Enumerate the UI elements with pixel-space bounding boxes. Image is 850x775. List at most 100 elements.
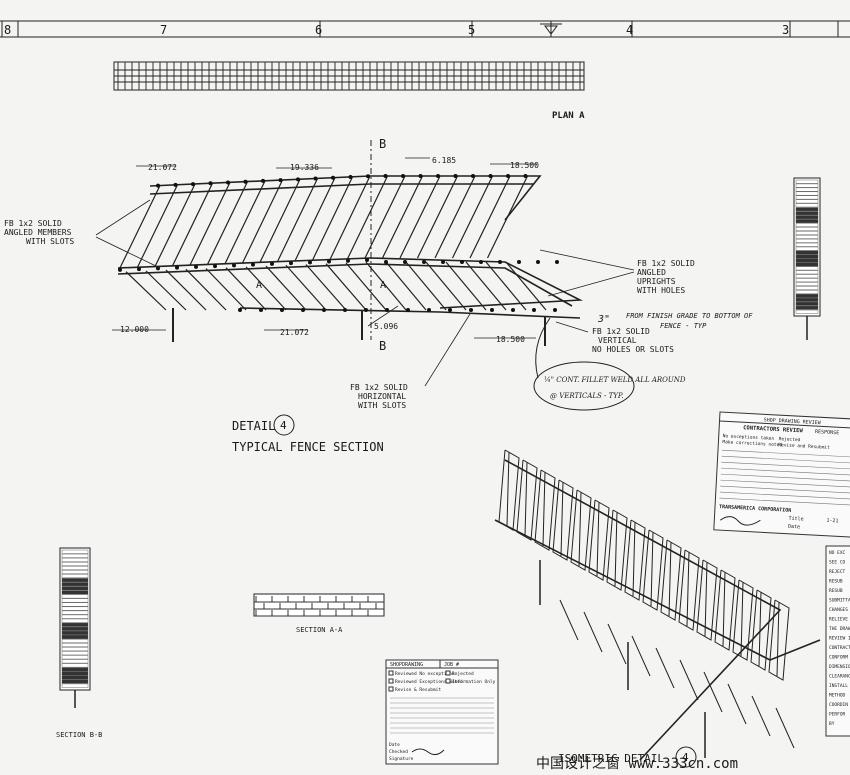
approval-checked-label: Checked <box>389 749 408 755</box>
checklist-item: THE DRAW <box>829 626 850 632</box>
weld-node <box>553 308 557 312</box>
dim-label: 19.336 <box>290 163 319 172</box>
weld-node <box>175 265 179 270</box>
section-layer <box>61 647 89 652</box>
iso-member <box>542 471 546 547</box>
angled-member <box>224 180 266 264</box>
section-layer <box>61 635 89 639</box>
checklist-item: PERFOR <box>829 712 846 718</box>
section-layer <box>795 179 819 184</box>
angled-upright <box>345 262 387 311</box>
stamp-text-line <box>720 485 850 494</box>
stamp-text-line <box>720 473 850 482</box>
iso-frame <box>732 579 754 661</box>
iso-frame <box>660 539 682 621</box>
iso-member <box>614 511 618 587</box>
weld-node <box>471 174 475 178</box>
section-layer <box>795 278 819 283</box>
approval-head-left: SHOPDRAWING <box>390 662 423 668</box>
angled-upright <box>445 261 487 311</box>
section-layer <box>61 683 89 688</box>
section-layer <box>795 301 819 306</box>
checklist-item: RESUB <box>829 588 843 594</box>
stamp-option: Make corrections noted <box>722 439 782 448</box>
iso-frame <box>642 529 664 611</box>
callout-line: UPRIGHTS <box>637 277 676 286</box>
weld-node <box>243 179 248 184</box>
zone-number: 6 <box>315 23 322 37</box>
checklist-item: INSTALL <box>829 683 848 689</box>
callout-line: ANGLED <box>637 268 666 277</box>
angled-upright <box>125 271 167 311</box>
weld-node <box>469 308 473 312</box>
angled-upright <box>165 269 207 311</box>
weld-node <box>208 181 213 186</box>
weld-node <box>118 267 122 272</box>
weld-node <box>422 260 426 264</box>
iso-member <box>560 481 564 557</box>
weld-node <box>490 308 494 312</box>
weld-node <box>511 308 515 312</box>
angled-upright <box>365 261 407 311</box>
angled-upright <box>325 263 367 311</box>
iso-member <box>686 551 690 627</box>
weld-node <box>322 308 326 312</box>
section-layer <box>61 643 89 648</box>
section-layer <box>61 578 89 583</box>
section-layer <box>61 639 89 643</box>
iso-frame <box>606 509 628 591</box>
section-layer <box>795 294 819 298</box>
iso-member <box>668 541 672 617</box>
section-layer <box>61 622 89 627</box>
weld-node <box>479 260 483 264</box>
dim-label: 5.096 <box>374 322 398 331</box>
iso-member <box>751 695 771 737</box>
angled-member <box>416 175 459 259</box>
stamp-title-label: Title <box>788 516 803 523</box>
iso-frame <box>570 489 592 571</box>
weld-node <box>448 308 452 312</box>
approval-date-label: Date <box>389 742 400 748</box>
angled-member <box>294 177 336 262</box>
section-layer <box>61 561 89 566</box>
angled-member <box>276 178 319 262</box>
section-layer <box>61 549 89 554</box>
stamp-response: RESPONSE <box>815 429 839 436</box>
stamp-company: TRANSAMERICA CORPORATION <box>719 504 791 514</box>
weld-node <box>213 264 217 269</box>
iso-member <box>607 623 627 665</box>
angled-upright <box>405 261 447 311</box>
callout-vertical: FB 1x2 SOLID VERTICAL NO HOLES OR SLOTS <box>592 327 674 354</box>
weld-node <box>348 174 353 179</box>
weld-node <box>251 262 255 267</box>
iso-member <box>704 561 708 637</box>
weld-node <box>191 182 195 187</box>
section-marker-a: A <box>256 280 262 291</box>
section-layer <box>61 679 89 684</box>
weld-node <box>523 174 528 178</box>
weld-node <box>406 308 410 312</box>
section-layer <box>61 602 89 607</box>
weld-node <box>278 178 283 183</box>
iso-member <box>655 647 675 689</box>
weld-node <box>385 308 389 312</box>
section-layer <box>61 651 89 656</box>
weld-node <box>327 259 331 264</box>
weld-node <box>313 176 318 181</box>
section-layer <box>61 663 89 668</box>
callout-line: WITH SLOTS <box>358 401 406 410</box>
dim-label: 21.072 <box>280 328 309 337</box>
weld-node <box>506 174 510 178</box>
approval-option: Information Only <box>452 679 496 685</box>
section-layer <box>795 223 819 227</box>
isometric-prefix: ISOMETRIC DETAIL <box>558 752 664 765</box>
iso-frame <box>534 469 556 551</box>
weld-node <box>517 260 521 264</box>
checklist-item: METHOD <box>829 693 846 699</box>
iso-member <box>679 659 699 701</box>
weld-node <box>366 174 370 179</box>
angled-member <box>364 175 406 259</box>
isometric-number: 4 <box>682 751 689 764</box>
section-layer <box>795 183 819 188</box>
